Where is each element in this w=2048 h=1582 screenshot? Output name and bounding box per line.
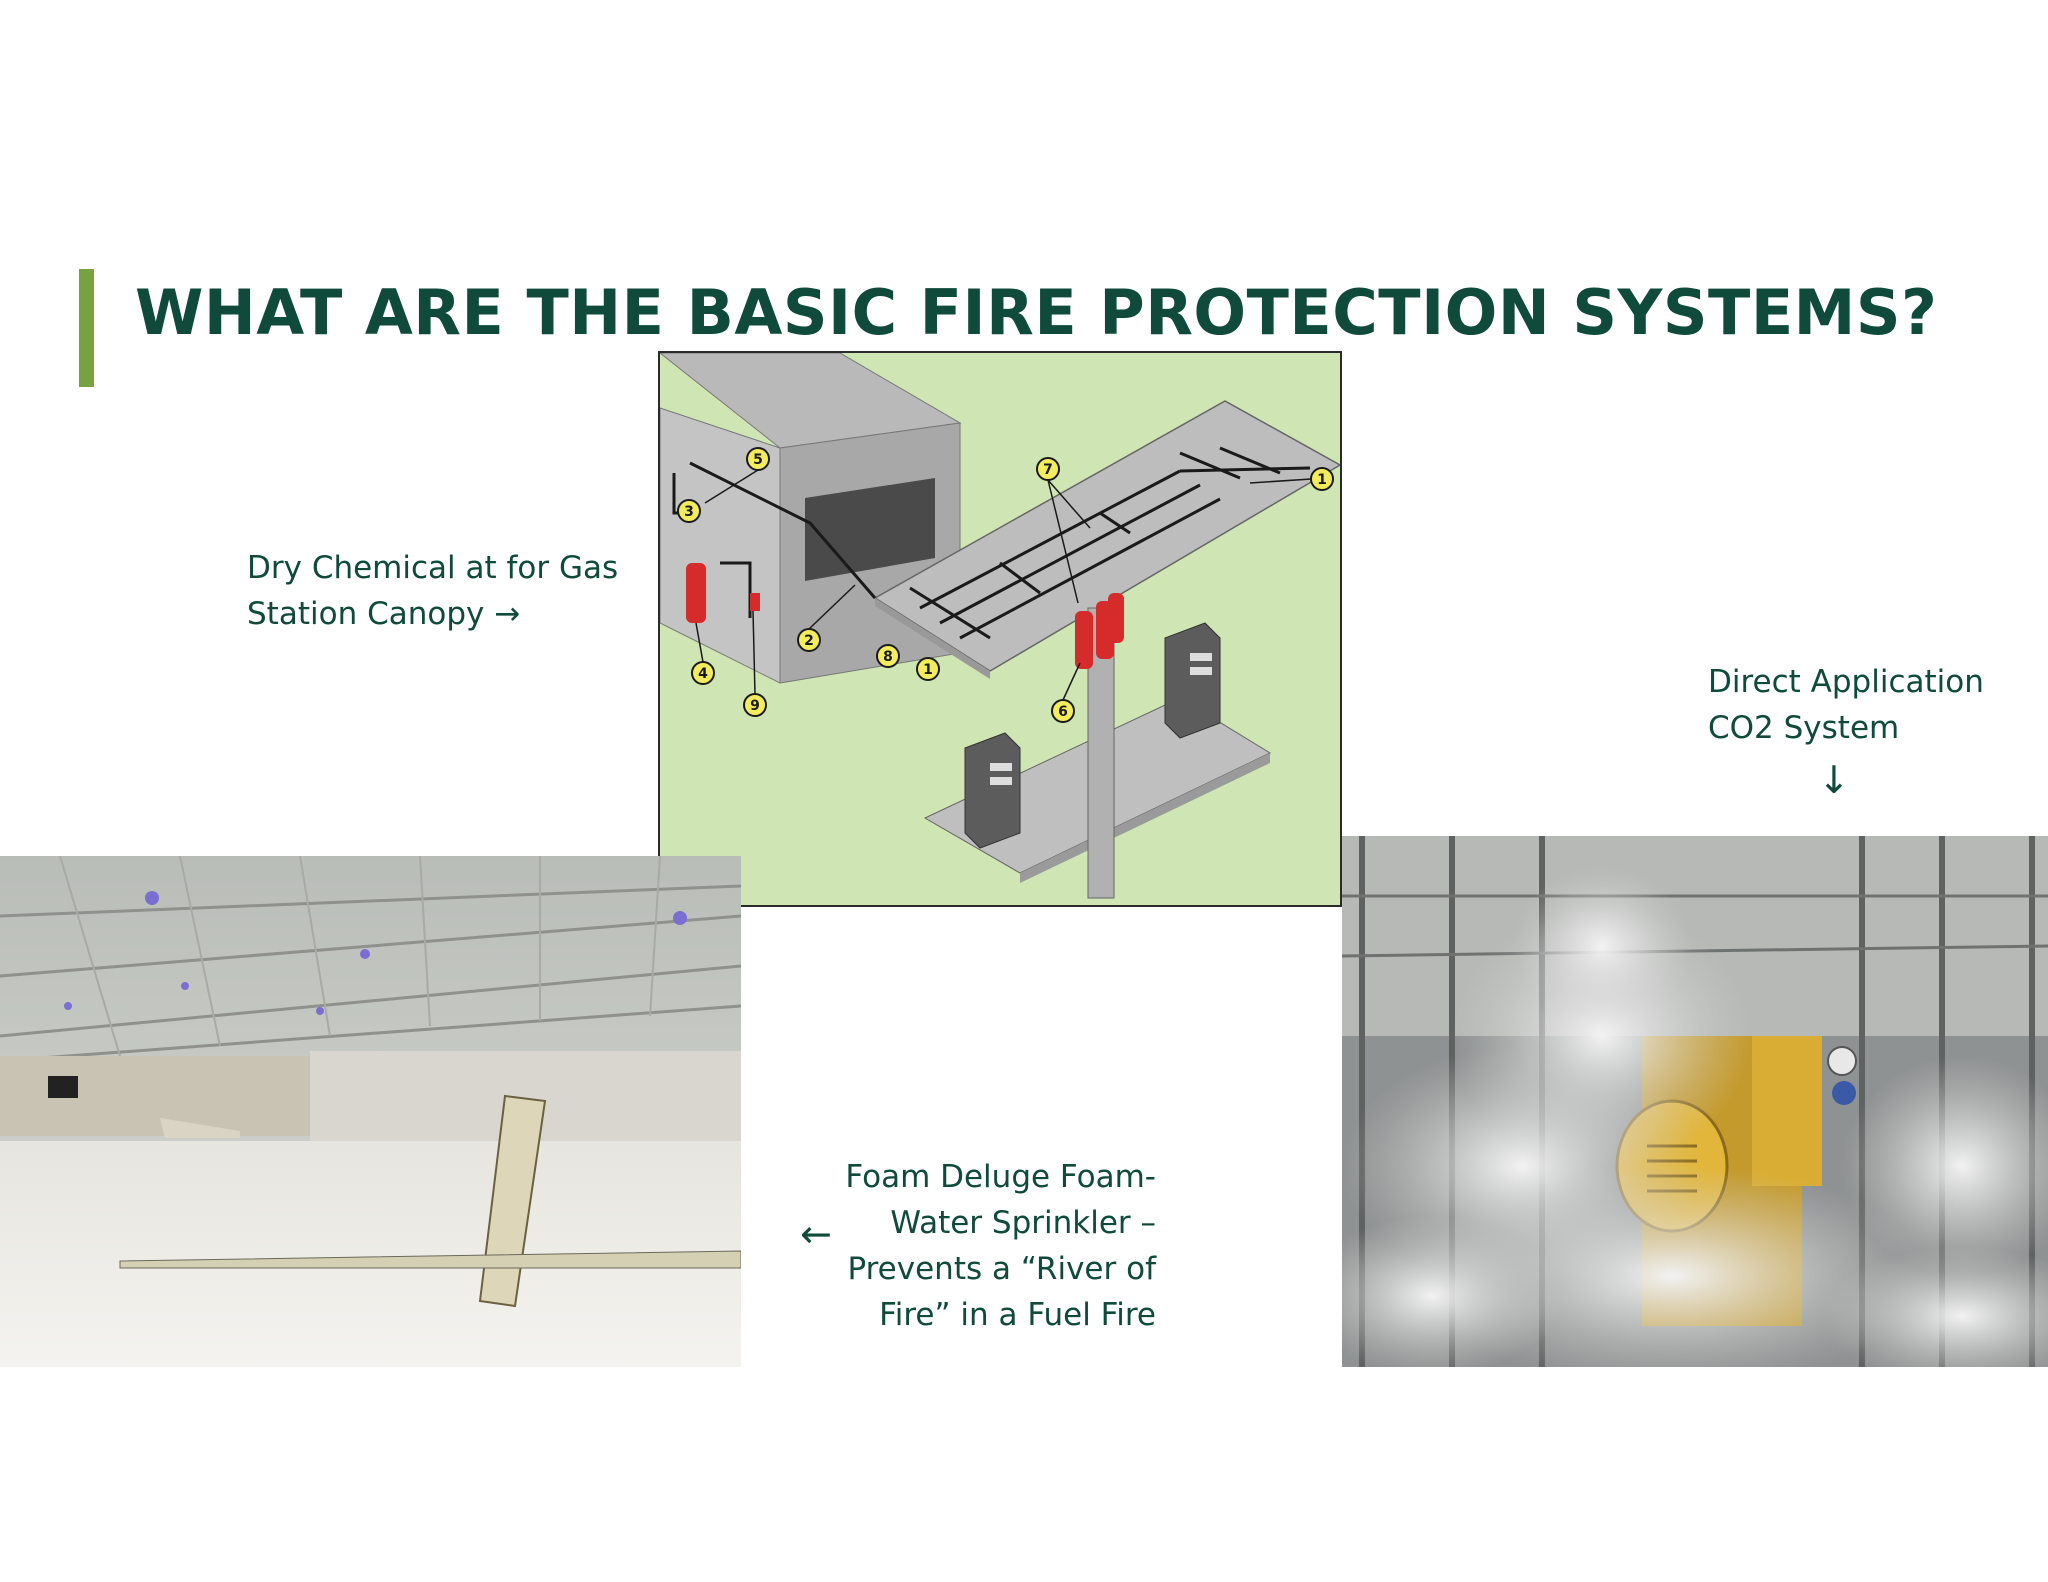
slide-title: WHAT ARE THE BASIC FIRE PROTECTION SYSTE…	[135, 276, 1938, 349]
callout-1b: 1	[1310, 467, 1334, 491]
callout-2: 2	[797, 628, 821, 652]
callout-3: 3	[677, 499, 701, 523]
dry-chemical-caption-line2: Station Canopy →	[247, 596, 521, 632]
co2-caption: Direct Application CO2 System	[1708, 659, 2008, 751]
callout-4: 4	[691, 661, 715, 685]
co2-caption-line1: Direct Application	[1708, 664, 1984, 700]
title-accent-bar	[79, 269, 94, 387]
dry-chemical-caption-line1: Dry Chemical at for Gas	[247, 550, 619, 586]
svg-text:6: 6	[1058, 704, 1068, 720]
callout-7: 7	[1036, 457, 1060, 481]
svg-text:9: 9	[750, 698, 760, 714]
callout-5: 5	[746, 447, 770, 471]
foam-caption: Foam Deluge Foam- Water Sprinkler – Prev…	[840, 1154, 1156, 1338]
foam-caption-line1: Foam Deluge Foam-	[845, 1159, 1156, 1195]
svg-text:2: 2	[804, 633, 814, 649]
callout-6: 6	[1051, 699, 1075, 723]
svg-text:4: 4	[698, 666, 708, 682]
co2-discharge-photo	[1342, 836, 2048, 1367]
down-arrow-icon: ↓	[1818, 758, 1850, 802]
callout-8: 8	[876, 644, 900, 668]
callout-1: 1	[916, 657, 940, 681]
left-arrow-icon: ←	[800, 1212, 832, 1256]
dry-chemical-caption: Dry Chemical at for Gas Station Canopy →	[247, 545, 667, 637]
svg-text:8: 8	[883, 649, 893, 665]
foam-caption-line4: Fire” in a Fuel Fire	[879, 1297, 1156, 1333]
foam-caption-line3: Prevents a “River of	[847, 1251, 1156, 1287]
foam-caption-line2: Water Sprinkler –	[890, 1205, 1156, 1241]
svg-text:5: 5	[753, 452, 763, 468]
gas-station-diagram: 5 3 2 4 9 8 1 7 1 6	[658, 351, 1342, 907]
svg-text:1: 1	[1317, 472, 1327, 488]
callout-9: 9	[743, 693, 767, 717]
svg-text:3: 3	[684, 504, 694, 520]
svg-text:1: 1	[923, 662, 933, 678]
co2-caption-line2: CO2 System	[1708, 710, 1900, 746]
hangar-foam-photo	[0, 856, 741, 1367]
svg-text:7: 7	[1043, 462, 1053, 478]
